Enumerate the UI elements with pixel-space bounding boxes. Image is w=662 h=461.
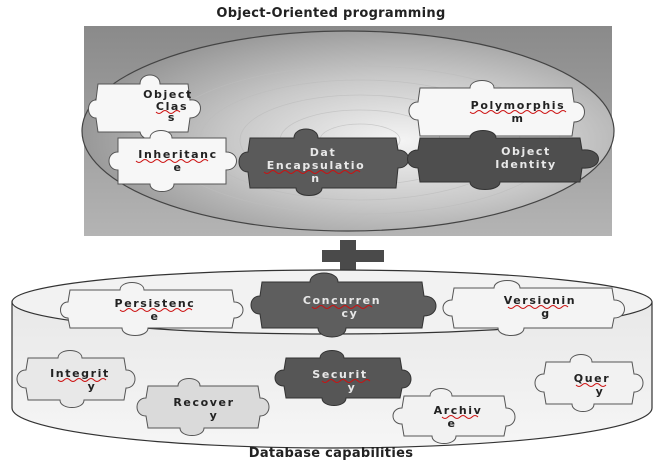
piece-label-data: Dat xyxy=(310,146,337,159)
oop-caption: Object-Oriented programming xyxy=(216,6,446,21)
oop-piece-data-encapsulation: Dat Encapsulatio n xyxy=(238,128,409,196)
db-piece-query: Quer y xyxy=(534,354,644,412)
piece-label-concurrency-2: cy xyxy=(342,307,359,320)
piece-label-archive: Archiv xyxy=(434,404,483,417)
oop-piece-object-class: Object Clas s xyxy=(88,74,201,140)
piece-label-persistence-2: e xyxy=(150,310,159,323)
piece-label-polymorphism: Polymorphis xyxy=(471,99,566,112)
db-piece-versioning: Versionin g xyxy=(442,280,625,336)
oop-piece-object-identity: Object Identity xyxy=(407,130,599,190)
piece-label-polymorphism-2: m xyxy=(511,112,524,125)
piece-label-integrity-2: y xyxy=(88,380,97,393)
db-piece-integrity: Integrit y xyxy=(16,350,136,408)
piece-label-versioning-2: g xyxy=(541,307,550,320)
db-piece-persistence: Persistenc e xyxy=(60,282,244,336)
piece-label-class: Clas xyxy=(156,100,188,113)
piece-label-class-2: s xyxy=(168,111,176,124)
db-piece-recovery: Recover y xyxy=(136,378,270,436)
plus-icon xyxy=(322,240,384,272)
piece-label-archive-2: e xyxy=(447,417,456,430)
db-caption: Database capabilities xyxy=(248,446,414,461)
piece-label-query-2: y xyxy=(596,385,605,398)
piece-label-object: Object xyxy=(143,88,193,101)
piece-label-security: Securit xyxy=(312,368,367,381)
piece-label-encapsulation-2: n xyxy=(311,172,320,185)
piece-label-query: Quer xyxy=(574,372,610,385)
piece-label-identity: Identity xyxy=(495,158,557,171)
piece-label-security-2: y xyxy=(348,381,357,394)
db-piece-concurrency: Concurren cy xyxy=(250,272,437,338)
piece-label-inheritance-2: e xyxy=(173,161,182,174)
piece-label-concurrency: Concurren xyxy=(303,294,381,307)
piece-label-recovery-2: y xyxy=(210,409,219,422)
piece-label-integrity: Integrit xyxy=(50,367,110,380)
piece-label-encapsulation: Encapsulatio xyxy=(267,159,366,172)
oop-piece-inheritance: Inheritanc e xyxy=(108,130,237,192)
piece-label-persistence: Persistenc xyxy=(115,297,196,310)
piece-label-recovery: Recover xyxy=(173,396,234,409)
piece-label-inheritance: Inheritanc xyxy=(138,148,217,161)
db-piece-archive: Archiv e xyxy=(392,388,516,444)
piece-label-versioning: Versionin xyxy=(504,294,577,307)
db-piece-security: Securit y xyxy=(274,350,412,406)
oop-piece-polymorphism: Polymorphis m xyxy=(408,80,585,144)
piece-label-object-2: Object xyxy=(501,145,551,158)
